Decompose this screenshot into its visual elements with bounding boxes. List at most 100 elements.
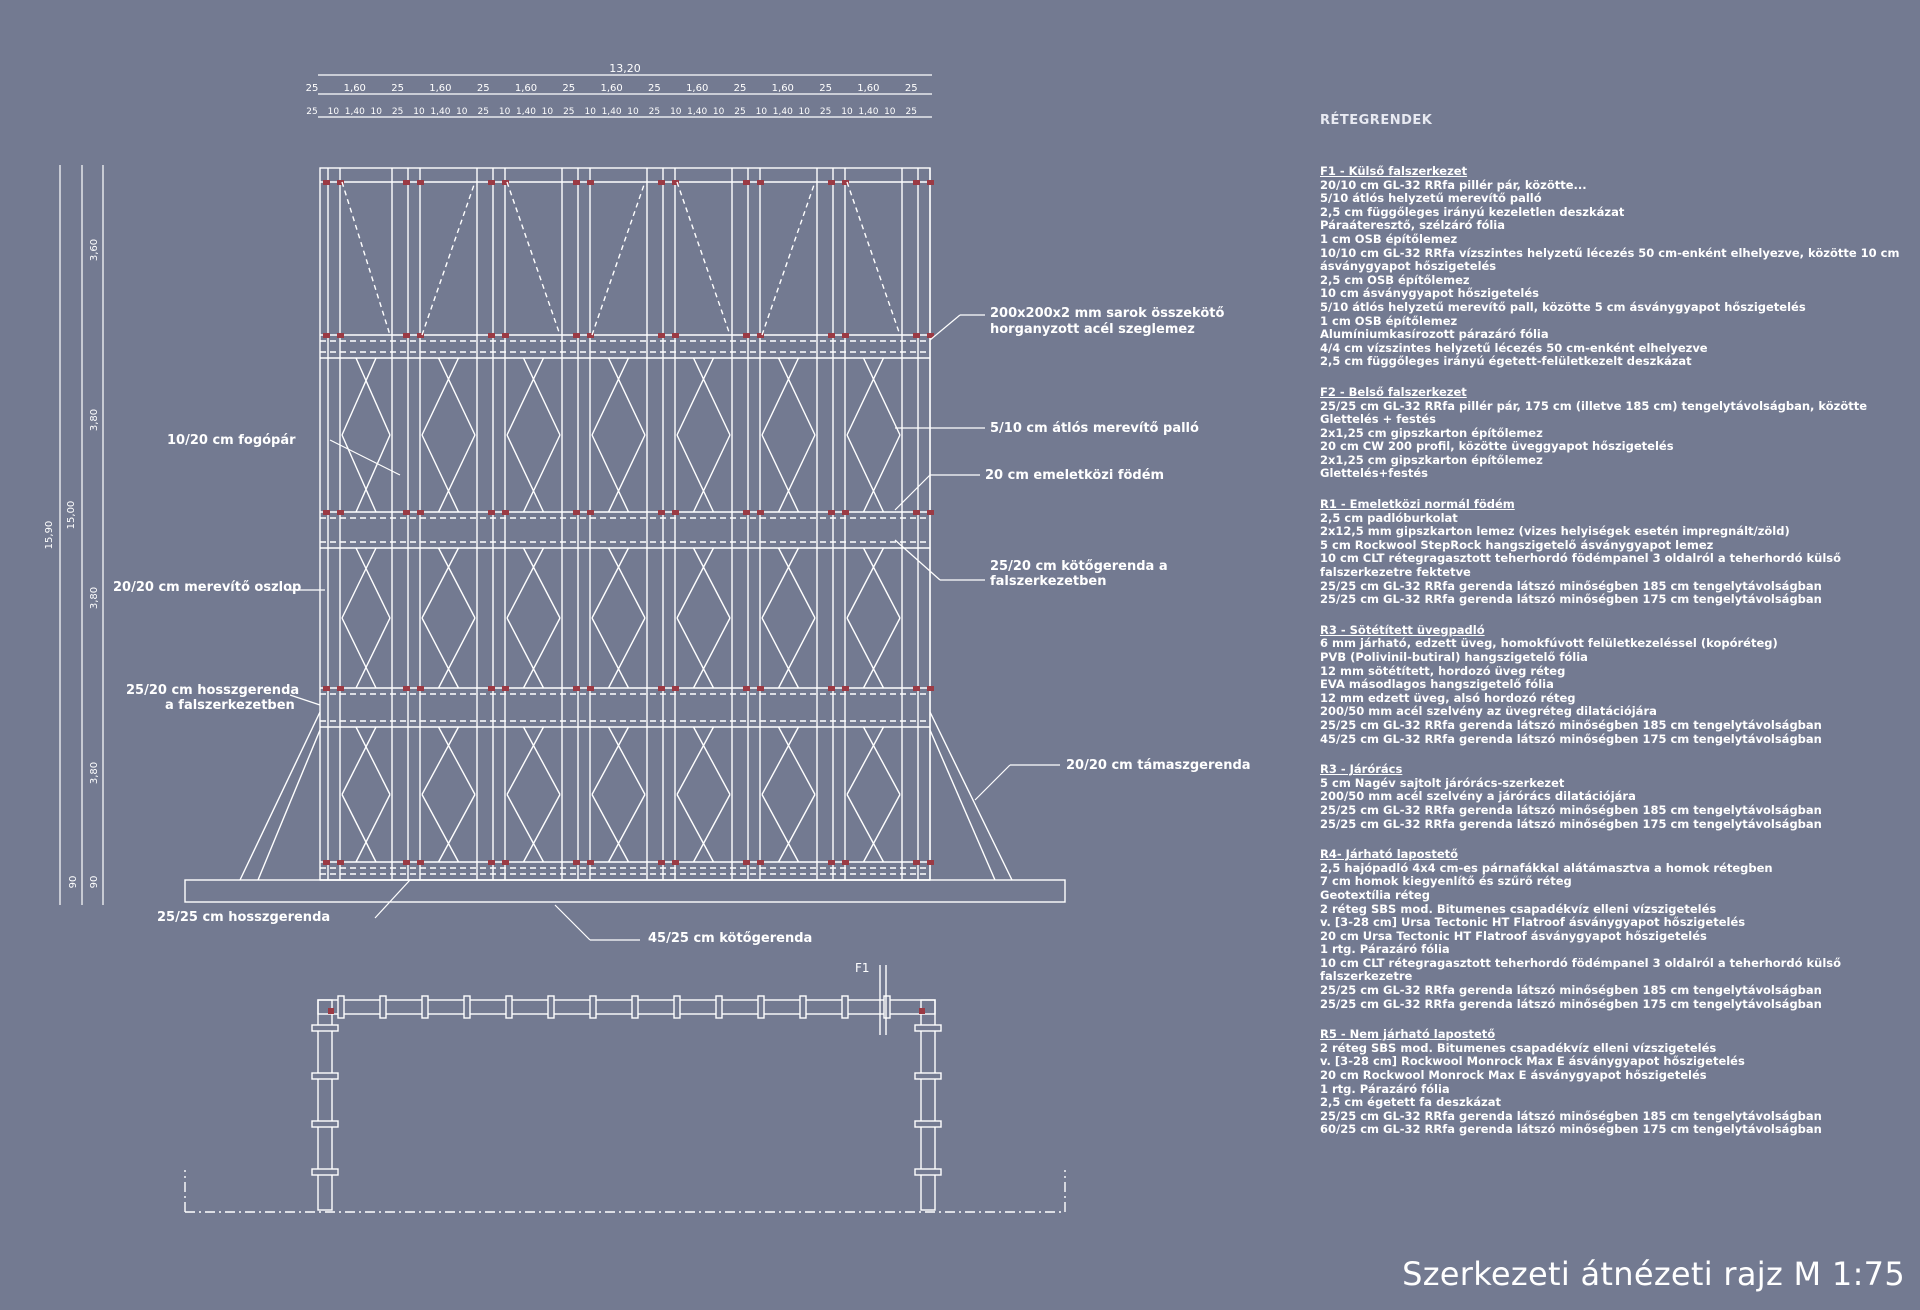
- diagonal-brace: [591, 181, 646, 336]
- dim-label: 25: [734, 107, 745, 117]
- connector-plate: [658, 860, 665, 865]
- diagonal-brace: [676, 434, 715, 513]
- plan-post: [311, 1024, 339, 1032]
- label-fodem: 20 cm emeletközi födém: [985, 468, 1164, 483]
- plan-post: [421, 995, 429, 1019]
- dim-label: 1,60: [857, 83, 879, 94]
- diagonal-brace: [522, 357, 561, 436]
- leader: [974, 764, 1011, 801]
- dim-label: 1,60: [429, 83, 451, 94]
- dim-left: 3,80: [89, 587, 100, 609]
- layer-line: v. [3-28 cm] Ursa Tectonic HT Flatroof á…: [1320, 915, 1746, 930]
- connector-plate: [502, 860, 509, 865]
- connector-plate: [403, 686, 410, 691]
- layer-line: 1 rtg. Párazáró fólia: [1320, 1081, 1450, 1096]
- diagonal-brace: [355, 357, 391, 436]
- dim-left: 15,00: [66, 501, 77, 530]
- diagonal-brace: [846, 547, 885, 619]
- plan-post: [841, 995, 849, 1019]
- layer-line: 25/25 cm GL-32 RRfa gerenda látszó minős…: [1320, 578, 1822, 593]
- connector-plate: [828, 686, 835, 691]
- diagonal-brace: [692, 726, 731, 795]
- diagonal-brace: [676, 547, 715, 619]
- plan-post: [914, 1168, 942, 1176]
- plan-post: [715, 995, 723, 1019]
- connector-plate: [417, 686, 424, 691]
- plan-post: [589, 995, 597, 1019]
- connector-plate: [757, 860, 764, 865]
- diagonal-brace: [355, 794, 391, 863]
- label-tamasz: 20/20 cm támaszgerenda: [1066, 758, 1251, 773]
- dim-label: 1,40: [345, 107, 365, 117]
- connector-plate: [417, 333, 424, 338]
- layer-line: 25/25 cm GL-32 RRfa gerenda látszó minős…: [1320, 816, 1822, 831]
- layer-section-heading: R5 - Nem járható lapostető: [1320, 1027, 1496, 1042]
- layer-line: 2,5 cm padlóburkolat: [1320, 510, 1458, 525]
- connector-plate: [417, 860, 424, 865]
- plan-section: [184, 965, 1066, 1213]
- connector-plate: [573, 686, 580, 691]
- label-kotogerenda-bottom: 45/25 cm kötőgerenda: [648, 931, 812, 946]
- diagonal-brace: [862, 794, 901, 863]
- connector-plate: [842, 180, 849, 185]
- dim-label: 25: [477, 107, 488, 117]
- connector-plate: [828, 860, 835, 865]
- dim-label: 10: [456, 107, 468, 117]
- label-hosszgerenda: 25/20 cm hosszgerenda: [126, 683, 299, 698]
- layer-section-heading: R3 - Járórács: [1320, 762, 1403, 777]
- diagonal-brace: [862, 357, 901, 436]
- diagonal-brace: [761, 434, 800, 513]
- layer-line: 5/10 átlós helyzetű merevítő palló: [1320, 191, 1542, 206]
- dim-label: 10: [413, 107, 425, 117]
- layer-line: 25/25 cm GL-32 RRfa gerenda látszó minős…: [1320, 1108, 1822, 1123]
- layer-line: 20 cm Ursa Tectonic HT Flatroof ásványgy…: [1320, 928, 1707, 943]
- connector-plate: [672, 686, 679, 691]
- layer-line: 2 réteg SBS mod. Bitumenes csapadékvíz e…: [1320, 1040, 1717, 1055]
- dim-label: 10: [884, 107, 896, 117]
- dim-left: 90: [68, 876, 79, 889]
- diagonal-brace: [591, 794, 630, 863]
- diagonal-brace: [761, 794, 800, 863]
- diagonal-brace: [506, 357, 545, 436]
- connector-plate: [913, 686, 920, 691]
- layer-line: 45/25 cm GL-32 RRfa gerenda látszó minős…: [1320, 731, 1822, 746]
- layer-line: 2x12,5 mm gipszkarton lemez (vizes helyi…: [1320, 524, 1790, 539]
- connector-plate: [337, 180, 344, 185]
- diagonal-brace: [692, 794, 731, 863]
- connector-plate: [337, 510, 344, 515]
- diagonal-brace: [506, 726, 545, 795]
- connector-plate: [573, 510, 580, 515]
- dim-left: 15,90: [44, 521, 55, 550]
- diagonal-brace: [607, 617, 646, 689]
- dim-label: 10: [584, 107, 596, 117]
- dim-label: 25: [392, 107, 403, 117]
- connector-plate: [488, 180, 495, 185]
- layer-line: 2,5 cm függőleges irányú kezeletlen desz…: [1320, 204, 1625, 219]
- diagonal-brace: [607, 726, 646, 795]
- connector-plate: [658, 686, 665, 691]
- diagonal-brace: [437, 794, 476, 863]
- connector-plate: [842, 686, 849, 691]
- support-strut: [929, 729, 996, 881]
- base-beam: [184, 879, 1066, 903]
- leader: [894, 474, 931, 511]
- plan-post: [311, 1120, 339, 1128]
- layer-line: 4/4 cm vízszintes helyzetű lécezés 50 cm…: [1320, 340, 1708, 355]
- layer-line: 5 cm Nagév sajtolt járórács-szerkezet: [1320, 775, 1565, 790]
- layer-line: 1 cm OSB építőlemez: [1320, 313, 1458, 328]
- leader: [894, 539, 941, 581]
- connector-plate: [337, 333, 344, 338]
- layer-line: 1 rtg. Párazáró fólia: [1320, 942, 1450, 957]
- connector-plate: [927, 686, 934, 691]
- dim-label: 1,60: [772, 83, 794, 94]
- connector-plate: [658, 510, 665, 515]
- dim-total: 13,20: [609, 62, 641, 75]
- layer-line: 200/50 mm acél szelvény a járórács dilat…: [1320, 789, 1636, 804]
- layer-line: Geotextília réteg: [1320, 887, 1430, 902]
- layer-line: 12 mm sötétített, hordozó üveg réteg: [1320, 663, 1566, 678]
- connector-plate: [587, 180, 594, 185]
- dim-label: 1,60: [344, 83, 366, 94]
- connector-plate: [488, 686, 495, 691]
